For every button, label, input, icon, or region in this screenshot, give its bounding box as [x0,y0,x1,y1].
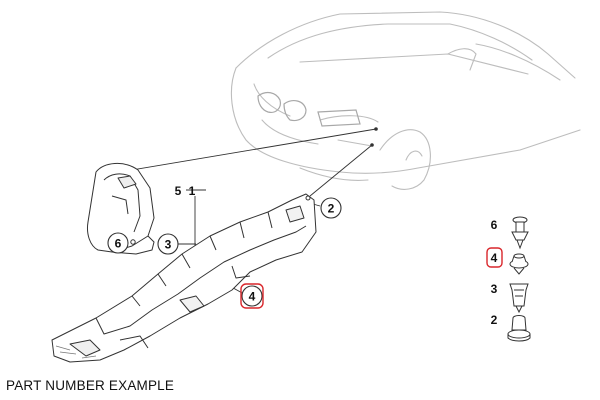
callout-1: 1 [189,184,196,198]
svg-text:3: 3 [165,238,172,252]
callout-5: 5 [175,184,182,198]
car-front-details [257,91,361,127]
svg-text:1: 1 [189,184,196,198]
legend-item-2: 2 [491,313,531,342]
push-rivet-icon [511,216,529,250]
callout-6: 6 [107,232,129,254]
car-outline-sketch [230,11,581,190]
svg-text:3: 3 [491,282,498,296]
legend-item-6: 6 [491,216,529,250]
svg-text:2: 2 [328,202,335,216]
callout-4-highlighted: 4 [240,283,264,309]
svg-text:6: 6 [491,218,498,232]
part-5-trim-cover [87,163,155,255]
legend-item-3: 3 [491,282,529,314]
leader-dot [370,143,374,147]
leader-dot [374,127,378,131]
svg-text:2: 2 [491,313,498,327]
caption-part-number-example: PART NUMBER EXAMPLE [6,378,175,393]
spring-clip-nut-icon [509,283,529,314]
part-1-heat-shield [51,193,317,363]
svg-text:4: 4 [491,251,498,265]
washer-nut-icon [509,253,529,275]
svg-text:5: 5 [175,184,182,198]
expanding-grommet-icon [507,315,531,342]
svg-text:4: 4 [249,290,256,304]
legend-item-4: 4 [486,247,529,275]
fastener-legend: 6 4 3 [486,216,531,342]
callout-2: 2 [320,197,342,219]
svg-text:6: 6 [115,237,122,251]
callout-3: 3 [157,233,179,255]
